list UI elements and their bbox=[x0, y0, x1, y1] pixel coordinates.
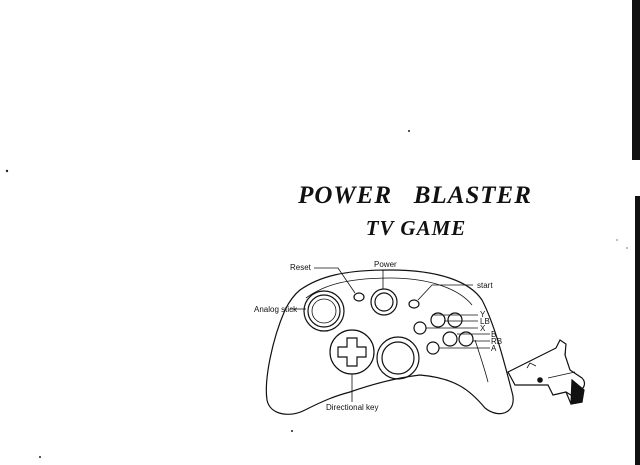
light-gun-illustration-icon bbox=[507, 339, 586, 405]
reset-label: Reset bbox=[290, 263, 312, 272]
y-button-label: Y bbox=[480, 310, 486, 319]
rb-button-label: RB bbox=[491, 337, 502, 346]
analog-stick-label: Analog stick bbox=[254, 305, 298, 314]
page-title: POWER BLASTER bbox=[298, 182, 532, 209]
page-edge-shadow-bottom bbox=[635, 196, 640, 465]
speck bbox=[626, 247, 628, 249]
directional-key-label: Directional key bbox=[326, 403, 378, 412]
page-edge-shadow-top bbox=[632, 0, 640, 160]
speck bbox=[39, 456, 41, 458]
a-button-label: A bbox=[491, 344, 497, 353]
speck bbox=[616, 239, 618, 241]
speck bbox=[408, 130, 410, 132]
speck bbox=[5, 169, 9, 173]
power-label: Power bbox=[374, 260, 397, 269]
b-button-label: B bbox=[491, 330, 496, 339]
start-label: start bbox=[477, 281, 493, 290]
lb-button-label: LB bbox=[480, 317, 490, 326]
speck bbox=[291, 430, 293, 432]
x-button-label: X bbox=[480, 324, 486, 333]
page-subtitle: TV GAME bbox=[365, 216, 467, 240]
gamepad-illustration-icon bbox=[265, 269, 514, 415]
